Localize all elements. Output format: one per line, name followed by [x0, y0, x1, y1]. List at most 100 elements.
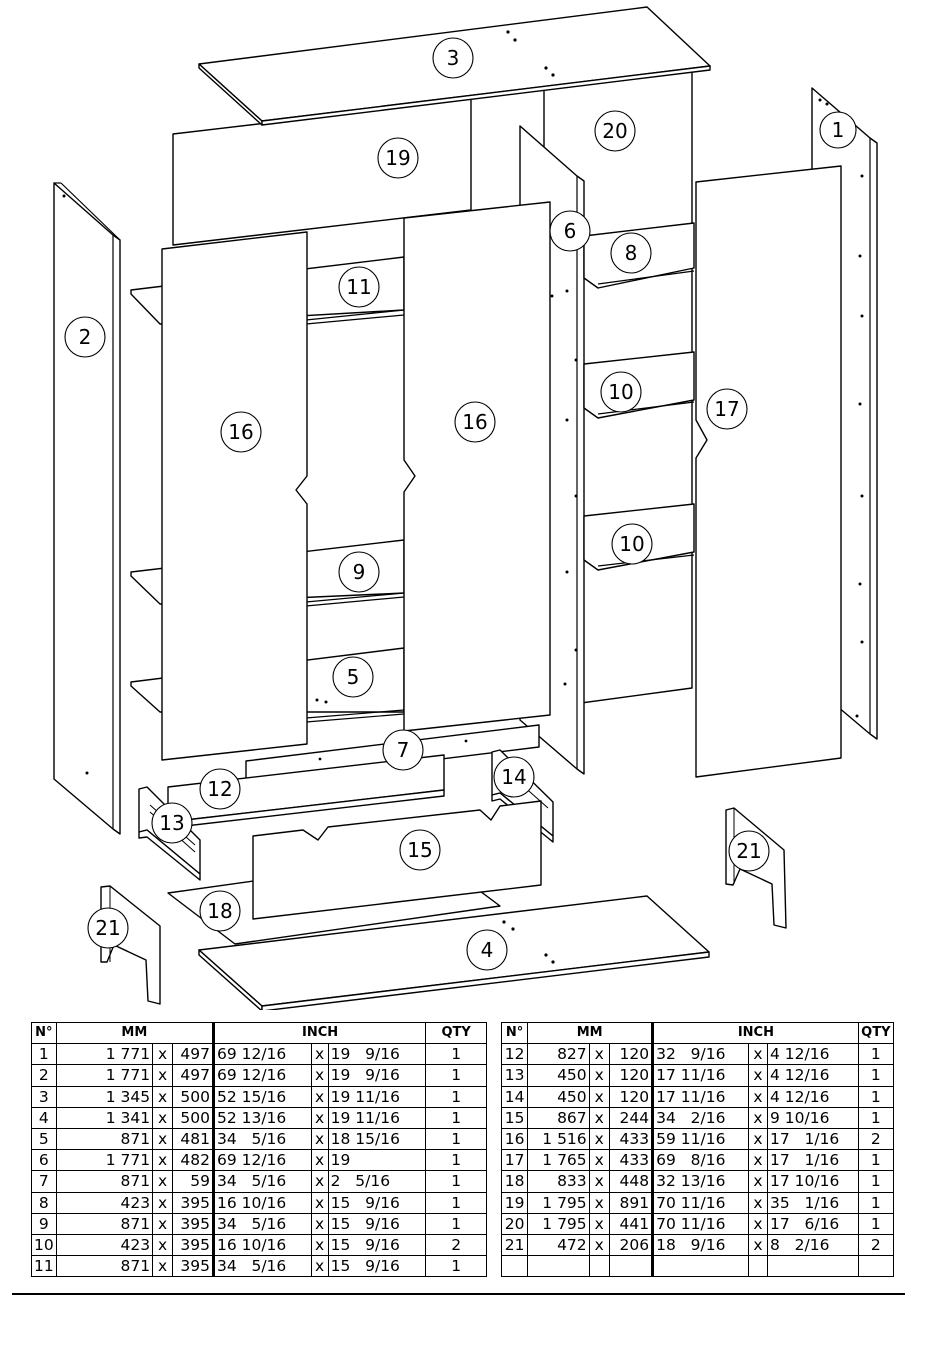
cell-qty: 2	[857, 1127, 895, 1151]
cell-no: 10	[31, 1233, 57, 1257]
header-no: N°	[500, 1021, 529, 1045]
cell-no: 14	[500, 1085, 529, 1108]
cell-inch-width: 19 11/16	[327, 1106, 427, 1129]
cell-inch-x: x	[747, 1043, 768, 1066]
callout-8: 8	[610, 232, 652, 274]
cell-mm-x	[588, 1255, 610, 1278]
svg-text:16: 16	[228, 420, 253, 444]
cell-inch-length: 70 11/16	[651, 1212, 749, 1235]
cell-inch-width: 17 6/16	[766, 1212, 859, 1235]
callout-6: 6	[549, 210, 591, 252]
cell-no: 17	[500, 1149, 529, 1172]
callout-20: 20	[594, 110, 636, 152]
cell-inch-length: 69 12/16	[211, 1149, 312, 1172]
callout-12: 12	[199, 768, 241, 810]
cell-mm-length: 1 765	[527, 1149, 590, 1172]
cell-inch-width: 15 9/16	[327, 1191, 427, 1214]
cell-mm-width: 441	[608, 1212, 654, 1235]
svg-text:16: 16	[462, 410, 487, 434]
cell-qty: 1	[425, 1170, 487, 1193]
cell-no: 8	[31, 1191, 57, 1214]
cell-mm-width: 120	[608, 1043, 654, 1066]
cell-mm-x: x	[588, 1170, 610, 1193]
cell-inch-length: 34 5/16	[211, 1255, 312, 1278]
callout-11: 11	[338, 266, 380, 308]
door-17	[695, 165, 842, 778]
cell-inch-length	[651, 1255, 749, 1278]
cell-inch-x: x	[747, 1191, 768, 1214]
cell-inch-width: 35 1/16	[766, 1191, 859, 1214]
cell-inch-length: 34 5/16	[211, 1170, 312, 1193]
cell-mm-width: 433	[608, 1127, 654, 1151]
svg-text:21: 21	[95, 916, 120, 940]
cell-mm-x: x	[152, 1127, 174, 1151]
cell-inch-width: 19 9/16	[327, 1064, 427, 1087]
svg-text:20: 20	[602, 119, 627, 143]
cell-inch-length: 69 12/16	[211, 1064, 312, 1087]
cell-inch-width: 4 12/16	[766, 1043, 859, 1066]
drawer-front-15	[252, 800, 542, 920]
cell-mm-width: 120	[608, 1064, 654, 1087]
cell-no: 21	[500, 1233, 529, 1257]
cell-inch-width: 19 11/16	[327, 1085, 427, 1108]
cell-qty: 1	[857, 1191, 895, 1214]
cell-inch-length: 34 5/16	[211, 1127, 312, 1151]
cell-inch-x: x	[310, 1149, 329, 1172]
cell-mm-x: x	[588, 1149, 610, 1172]
cell-mm-width: 206	[608, 1233, 654, 1257]
callout-2: 2	[64, 316, 106, 358]
door-16-left	[161, 231, 308, 761]
cell-no: 1	[31, 1043, 57, 1066]
cell-mm-length: 1 345	[55, 1085, 154, 1108]
cell-inch-width: 17 1/16	[766, 1127, 859, 1151]
header-inch: INCH	[211, 1021, 427, 1045]
svg-text:21: 21	[736, 839, 761, 863]
cell-no: 5	[31, 1127, 57, 1151]
cell-qty	[857, 1255, 895, 1278]
svg-text:7: 7	[397, 738, 410, 762]
cell-inch-x: x	[747, 1149, 768, 1172]
svg-text:3: 3	[447, 46, 460, 70]
cell-inch-width: 19	[327, 1149, 427, 1172]
svg-text:5: 5	[347, 665, 360, 689]
cell-no: 13	[500, 1064, 529, 1087]
header-mm: MM	[55, 1021, 214, 1045]
cell-inch-x: x	[747, 1127, 768, 1151]
cell-no: 3	[31, 1085, 57, 1108]
cell-qty: 2	[857, 1233, 895, 1257]
svg-text:10: 10	[619, 532, 644, 556]
cell-inch-x: x	[310, 1212, 329, 1235]
callout-3: 3	[432, 37, 474, 79]
callout-15: 15	[399, 829, 441, 871]
cell-mm-width: 244	[608, 1106, 654, 1129]
cell-qty: 1	[425, 1191, 487, 1214]
cell-no: 12	[500, 1043, 529, 1066]
cell-inch-width: 2 5/16	[327, 1170, 427, 1193]
panel-4	[198, 895, 710, 1010]
cell-mm-length: 1 516	[527, 1127, 590, 1151]
cell-mm-x: x	[588, 1191, 610, 1214]
cell-mm-length	[527, 1255, 590, 1278]
cell-no: 4	[31, 1106, 57, 1129]
callout-13: 13	[151, 802, 193, 844]
callout-18: 18	[199, 890, 241, 932]
svg-text:9: 9	[353, 560, 366, 584]
table-header: N° MM INCH QTY	[500, 1021, 895, 1045]
svg-text:17: 17	[714, 397, 739, 421]
callout-7: 7	[382, 729, 424, 771]
cell-inch-x: x	[310, 1191, 329, 1214]
cell-qty: 1	[857, 1085, 895, 1108]
cell-qty: 1	[425, 1085, 487, 1108]
header-qty: QTY	[857, 1021, 895, 1045]
